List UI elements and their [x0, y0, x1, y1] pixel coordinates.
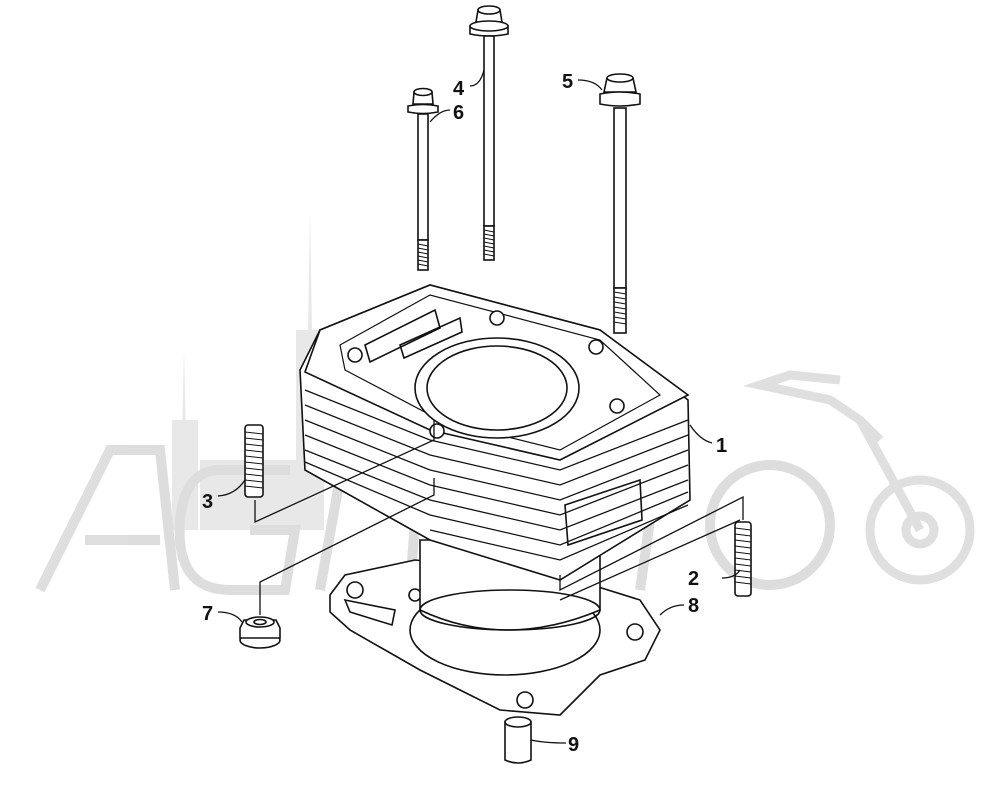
bolt-long-left	[407, 87, 439, 271]
watermark-motorcycle	[742, 370, 975, 585]
dowel-pin	[504, 716, 532, 764]
bolt-long-right	[599, 73, 641, 334]
callout-labels: 1 2 3 4 5 6 7 8 9	[202, 71, 727, 756]
stud-right	[734, 521, 752, 597]
callout-9: 9	[568, 734, 579, 756]
flange-nut	[239, 616, 281, 649]
bolt-long-center	[469, 5, 509, 261]
assembly-lines	[254, 420, 744, 615]
callout-6: 6	[453, 102, 464, 124]
leader-lines	[217, 69, 741, 744]
callout-8: 8	[688, 595, 699, 617]
cylinder	[299, 284, 691, 631]
callout-7: 7	[202, 603, 213, 625]
callout-2: 2	[688, 568, 699, 590]
callout-3: 3	[202, 491, 213, 513]
callout-1: 1	[716, 435, 727, 457]
callout-5: 5	[562, 71, 573, 93]
callout-4: 4	[453, 78, 465, 100]
stud-left	[244, 424, 264, 498]
